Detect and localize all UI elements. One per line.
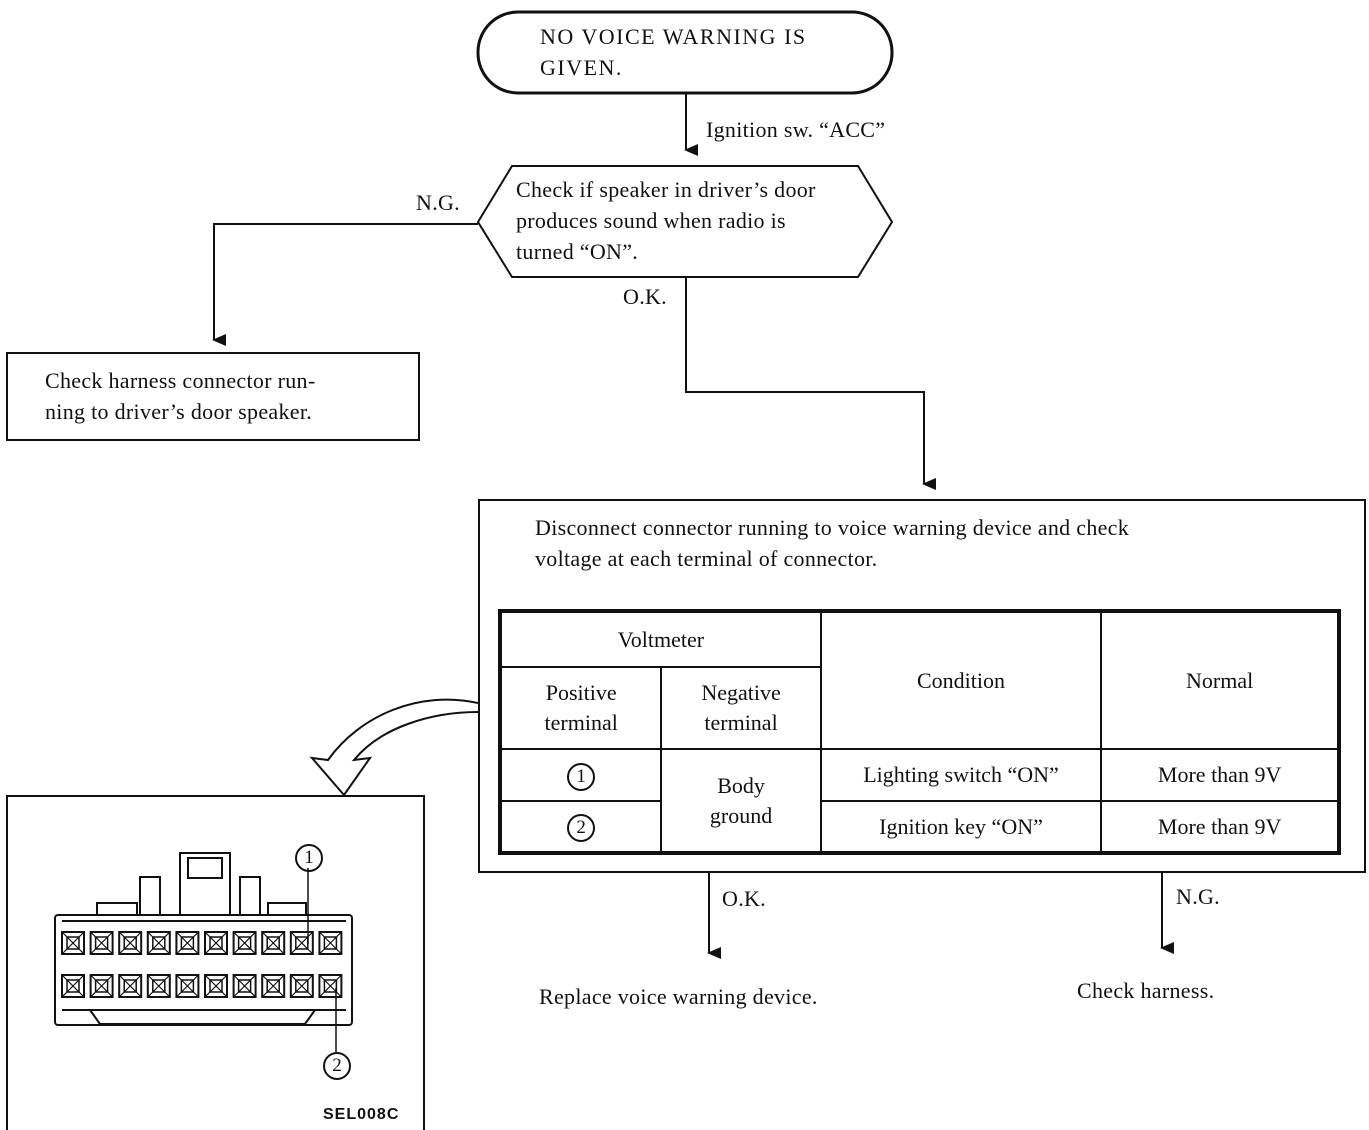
connector-pin — [289, 974, 314, 998]
harness-box-text: Check harness connector run- ning to dri… — [45, 368, 316, 424]
connector-pin — [318, 974, 343, 998]
connector-pin — [61, 974, 85, 998]
connector-pin — [175, 974, 200, 998]
th-negative-terminal: Negative terminal — [660, 666, 822, 750]
table-row: 2 Ignition key “ON” More than 9V — [498, 800, 1340, 854]
connector-pin — [89, 931, 114, 955]
terminal-number: 1 — [567, 762, 596, 791]
check-harness-text: Check harness. — [1077, 978, 1215, 1003]
harness-box-frame — [6, 352, 420, 441]
terminal-number: 2 — [567, 814, 596, 842]
connector-pin — [204, 974, 228, 998]
curved-pointer-arrow — [309, 698, 479, 797]
body-ground-cell: Body ground — [660, 748, 822, 854]
disconnect-box-text: Disconnect connector running to voice wa… — [535, 515, 1130, 571]
connector-drawing — [54, 852, 353, 1026]
disconnect-box-frame — [478, 499, 1366, 873]
connector-figure-frame — [6, 795, 425, 1130]
connector-pin — [318, 931, 343, 955]
figure-code: SEL008C — [323, 1106, 400, 1123]
ng-label-1: N.G. — [416, 190, 460, 215]
th-normal: Normal — [1100, 610, 1340, 750]
replace-device-text: Replace voice warning device. — [539, 984, 818, 1009]
th-condition: Condition — [819, 610, 1103, 750]
connector-pin — [232, 974, 257, 998]
normal-cell: More than 9V — [1100, 748, 1340, 802]
arrow-ng-to-harness — [212, 223, 478, 346]
connector-pin — [289, 931, 314, 955]
connector-pin — [61, 931, 85, 955]
condition-cell: Ignition key “ON” — [819, 800, 1103, 854]
ok-label-1: O.K. — [623, 284, 667, 309]
th-positive-terminal: Positive terminal — [498, 666, 663, 750]
start-terminator-text: NO VOICE WARNING IS GIVEN. — [540, 24, 807, 80]
connector-pin — [118, 931, 143, 955]
terminal-cell: 1 — [498, 748, 663, 802]
connector-pin — [146, 931, 171, 955]
connector-pin — [175, 931, 200, 955]
voltage-check-table: Voltmeter Condition Normal Positive term… — [498, 609, 1341, 855]
connector-pin-grid — [61, 931, 343, 998]
connector-pin — [146, 974, 171, 998]
ok-label-2: O.K. — [722, 886, 766, 911]
decision-text: Check if speaker in driver’s door produc… — [516, 177, 816, 264]
terminal-cell: 2 — [498, 800, 663, 854]
connector-callout-1: 1 — [295, 844, 323, 872]
connector-pin — [261, 931, 286, 955]
normal-cell: More than 9V — [1100, 800, 1340, 854]
ng-label-2: N.G. — [1176, 884, 1220, 909]
arrow-ok-to-disconnect — [685, 277, 936, 490]
condition-cell: Lighting switch “ON” — [819, 748, 1103, 802]
ignition-acc-label: Ignition sw. “ACC” — [706, 117, 886, 142]
connector-pin — [204, 931, 228, 955]
decision-hexagon — [476, 165, 894, 278]
connector-pin — [89, 974, 114, 998]
table-row: 1 Body ground Lighting switch “ON” More … — [498, 748, 1340, 854]
th-voltmeter: Voltmeter — [499, 610, 822, 668]
connector-pin — [118, 974, 143, 998]
connector-pin — [261, 974, 286, 998]
connector-callout-2: 2 — [323, 1052, 351, 1080]
connector-pin — [232, 931, 257, 955]
